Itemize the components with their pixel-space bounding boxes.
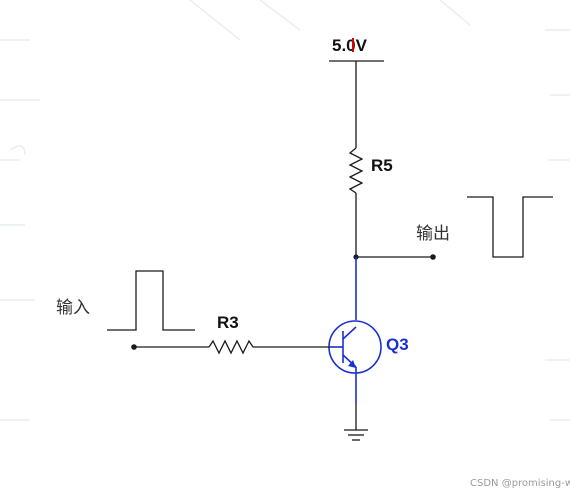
transistor-q3-label: Q3 [386, 335, 409, 354]
transistor-collector-leg [342, 326, 357, 340]
resistor-r3-label: R3 [217, 313, 239, 332]
resistor-r5 [348, 147, 364, 194]
input-label: 输入 [56, 298, 90, 318]
ground-icon [344, 429, 368, 441]
supply-voltage-label: 5.0V [332, 36, 368, 55]
resistor-r5-label: R5 [371, 156, 393, 175]
output-terminal [430, 254, 436, 260]
watermark: CSDN @promising-w [470, 478, 570, 489]
emitter-arrow-icon [348, 360, 356, 368]
output-waveform [467, 196, 553, 258]
input-waveform [107, 270, 195, 331]
transistor-q3 [328, 320, 382, 374]
background-decoration [0, 0, 570, 421]
output-label: 输出 [416, 224, 450, 244]
resistor-r3 [208, 339, 254, 355]
